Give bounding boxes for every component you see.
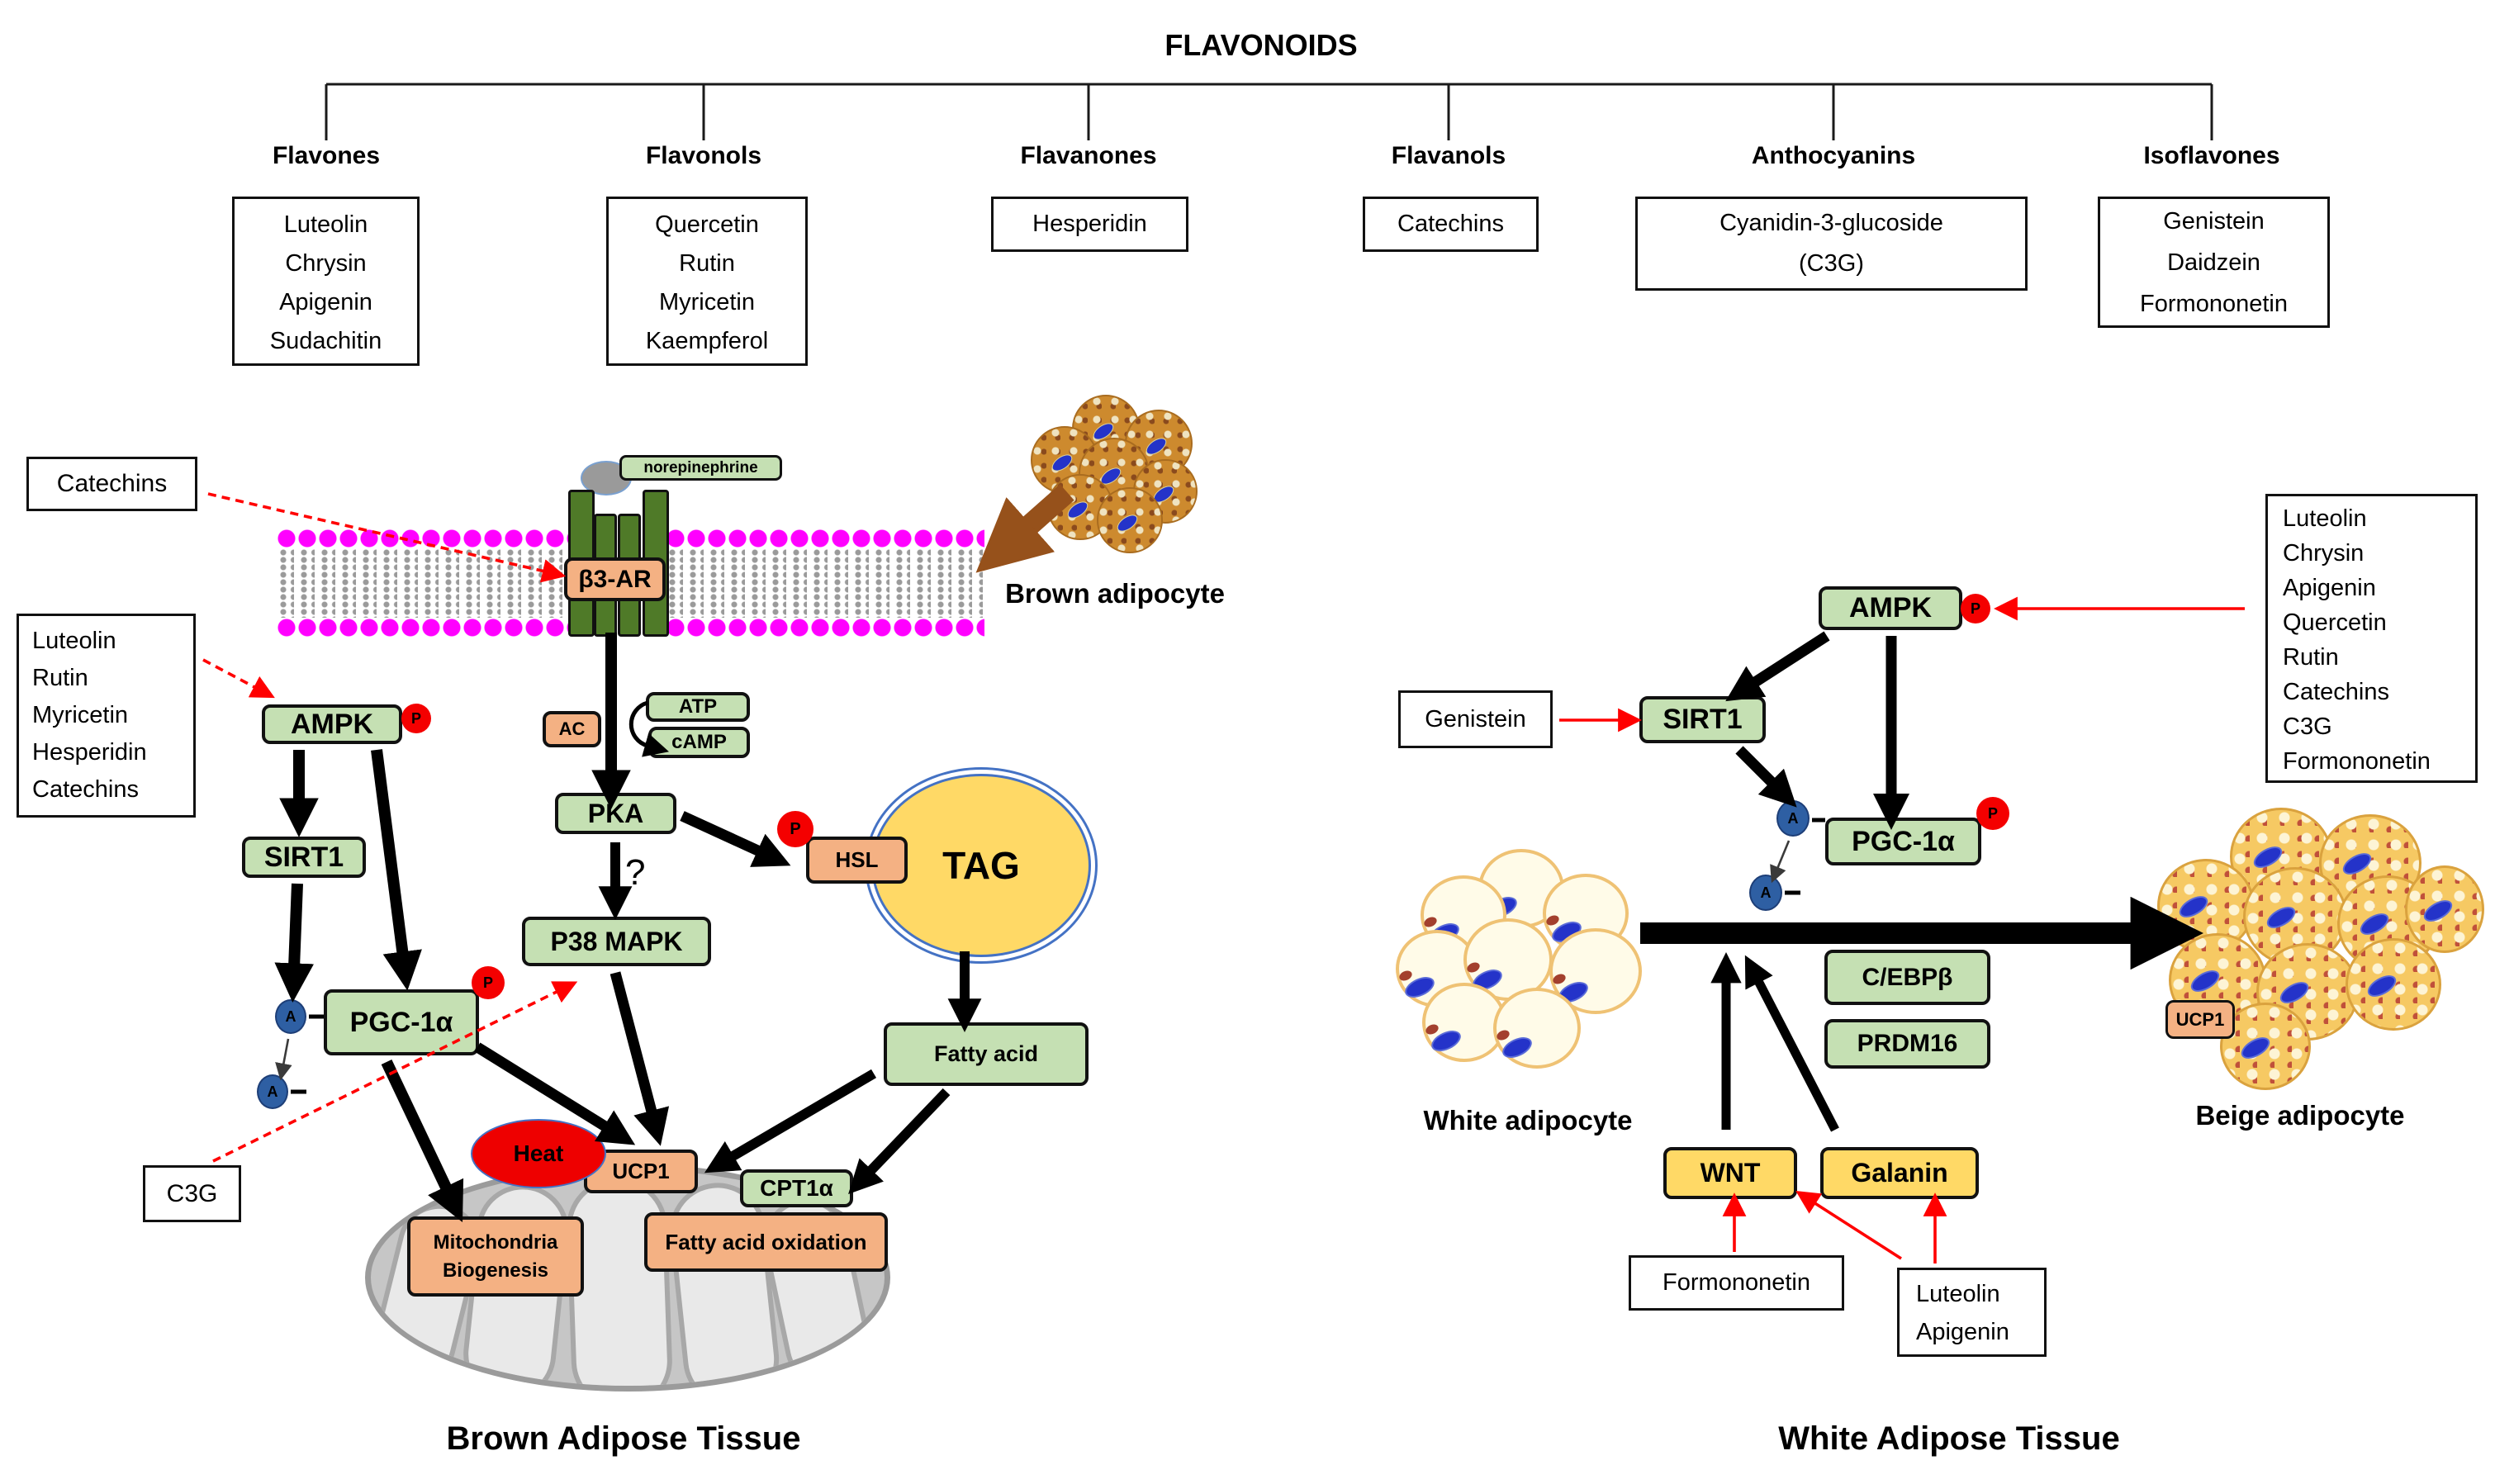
acetyl-badge-2-left: A — [257, 1074, 288, 1109]
arrow-pgc1a-to-mitochondria — [381, 1059, 464, 1222]
heat-label: Heat — [471, 1119, 606, 1188]
arrow-ampk-to-sirt1-right — [1725, 631, 1830, 702]
beige-cell — [2220, 1003, 2311, 1090]
pgc1a-node-left: PGC-1α — [324, 989, 479, 1055]
red-arrow-activators-to-ampk — [202, 658, 275, 699]
beige-cell — [2346, 938, 2441, 1031]
member-box-flavones: Luteolin Chrysin Apigenin Sudachitin — [232, 197, 420, 366]
luteolin-apigenin-callout-box: Luteolin Apigenin — [1897, 1268, 2047, 1357]
arrow-acetyl1-to-acetyl2-right — [1770, 840, 1791, 884]
category-label-isoflavones: Isoflavones — [2143, 142, 2280, 169]
cell-membrane-right-segment — [666, 529, 984, 638]
lipid-tails — [278, 548, 568, 618]
member-box-flavanones: Hesperidin — [991, 197, 1188, 252]
phospho-badge-pgc1a-left: P — [472, 966, 505, 999]
mitochondria-biogenesis-node: Mitochondria Biogenesis — [407, 1216, 584, 1297]
prdm16-node: PRDM16 — [1824, 1019, 1990, 1069]
member-box-isoflavones: Genistein Daidzein Formononetin — [2098, 197, 2330, 328]
member-box-flavonols: Quercetin Rutin Myricetin Kaempferol — [606, 197, 808, 366]
brown-adipocyte-cluster — [1024, 395, 1198, 560]
catechins-callout-box: Catechins — [26, 457, 197, 511]
lipid-heads-row — [277, 618, 570, 638]
category-label-flavones: Flavones — [272, 142, 381, 169]
mitochondria-crista — [665, 1178, 784, 1386]
arrow-pka-to-hsl — [680, 811, 791, 867]
ampk-node-right: AMPK — [1819, 586, 1962, 630]
beta3-ar-receptor: β3-AR — [564, 557, 666, 601]
cebpb-node: C/EBPβ — [1824, 950, 1990, 1005]
ucp1-node-right: UCP1 — [2165, 1000, 2235, 1039]
category-label-flavonols: Flavonols — [645, 142, 762, 169]
brown-cell — [1097, 487, 1163, 553]
beige-adipocyte-cluster — [2157, 808, 2484, 1105]
hsl-node: HSL — [806, 837, 908, 884]
white-adipocyte-label: White adipocyte — [1423, 1105, 1633, 1136]
arrow-pgc1a-to-ucp1 — [474, 1042, 636, 1145]
white-adipocyte-cluster — [1396, 849, 1660, 1072]
camp-node: cAMP — [648, 727, 750, 758]
sirt1-node-left: SIRT1 — [242, 837, 366, 878]
question-mark-label: ? — [625, 852, 646, 893]
arrow-galanin-up — [1744, 955, 1839, 1132]
phospho-badge-ampk-right: P — [1961, 594, 1990, 623]
c3g-callout-box: C3G — [143, 1165, 241, 1222]
white-adipose-tissue-heading: White Adipose Tissue — [1778, 1420, 2120, 1457]
beige-cell — [2256, 943, 2359, 1041]
lipid-heads-row — [666, 618, 984, 638]
beige-adipocyte-label: Beige adipocyte — [2195, 1100, 2405, 1131]
sirt1-node-right: SIRT1 — [1639, 696, 1766, 743]
cell-membrane-left-segment — [277, 529, 570, 638]
genistein-callout-box: Genistein — [1398, 690, 1553, 748]
brown-adipocyte-label: Brown adipocyte — [1005, 578, 1225, 609]
beige-cell — [2405, 865, 2484, 953]
page-title: FLAVONOIDS — [1164, 28, 1358, 62]
arrow-fatty-acid-to-ucp1 — [704, 1069, 877, 1173]
cpt1a-node: CPT1α — [740, 1169, 853, 1207]
phospho-badge-ampk-left: P — [401, 704, 431, 733]
acetyl-badge-1-left: A — [275, 999, 306, 1034]
phospho-badge-pgc1a-right: P — [1976, 797, 2009, 830]
arrow-ampk-to-pgc1a-left — [371, 749, 422, 991]
lipid-tails — [667, 548, 983, 618]
ac-node: AC — [543, 711, 601, 747]
arrow-acetyl1-to-acetyl2-left — [275, 1038, 292, 1081]
arrow-sirt1-to-acetyl-left — [274, 883, 315, 1003]
p38-mapk-node: P38 MAPK — [522, 917, 711, 966]
acetyl-badge-2-right: A — [1749, 875, 1782, 911]
phospho-badge-hsl: P — [777, 811, 813, 847]
red-arrow-lutapi-to-wnt — [1795, 1191, 1902, 1260]
member-box-flavanols: Catechins — [1363, 197, 1539, 252]
brown-adipose-tissue-heading: Brown Adipose Tissue — [446, 1420, 801, 1457]
member-box-anthocyanins: Cyanidin-3-glucoside (C3G) — [1635, 197, 2028, 291]
pgc1a-node-right: PGC-1α — [1825, 818, 1981, 865]
category-label-flavanones: Flavanones — [1020, 142, 1157, 169]
atp-node: ATP — [646, 692, 750, 722]
fatty-acid-oxidation-node: Fatty acid oxidation — [644, 1212, 888, 1272]
white-cell — [1493, 988, 1581, 1069]
arrow-sirt1-to-acetyl-right — [1735, 746, 1797, 808]
ampk-node-left: AMPK — [262, 704, 402, 744]
lipid-heads-row — [277, 529, 570, 548]
arrow-fatty-acid-to-cpt1a — [848, 1088, 951, 1194]
category-label-anthocyanins: Anthocyanins — [1751, 142, 1916, 169]
tag-label: TAG — [871, 774, 1091, 957]
galanin-node: Galanin — [1820, 1147, 1979, 1199]
category-label-flavanols: Flavanols — [1391, 142, 1506, 169]
arrow-p38-to-ucp1 — [610, 971, 670, 1146]
bat-activator-list-box: Luteolin Rutin Myricetin Hesperidin Cate… — [17, 614, 196, 818]
lipid-heads-row — [666, 529, 984, 548]
norepinephrine-label: norepinephrine — [619, 455, 782, 481]
pka-node: PKA — [555, 793, 676, 834]
wnt-node: WNT — [1663, 1147, 1797, 1199]
fatty-acid-node: Fatty acid — [884, 1022, 1089, 1086]
acetyl-badge-1-right: A — [1776, 800, 1810, 837]
wat-activator-list-box: Luteolin Chrysin Apigenin Quercetin Ruti… — [2265, 494, 2478, 783]
formononetin-callout-box: Formononetin — [1629, 1255, 1844, 1311]
